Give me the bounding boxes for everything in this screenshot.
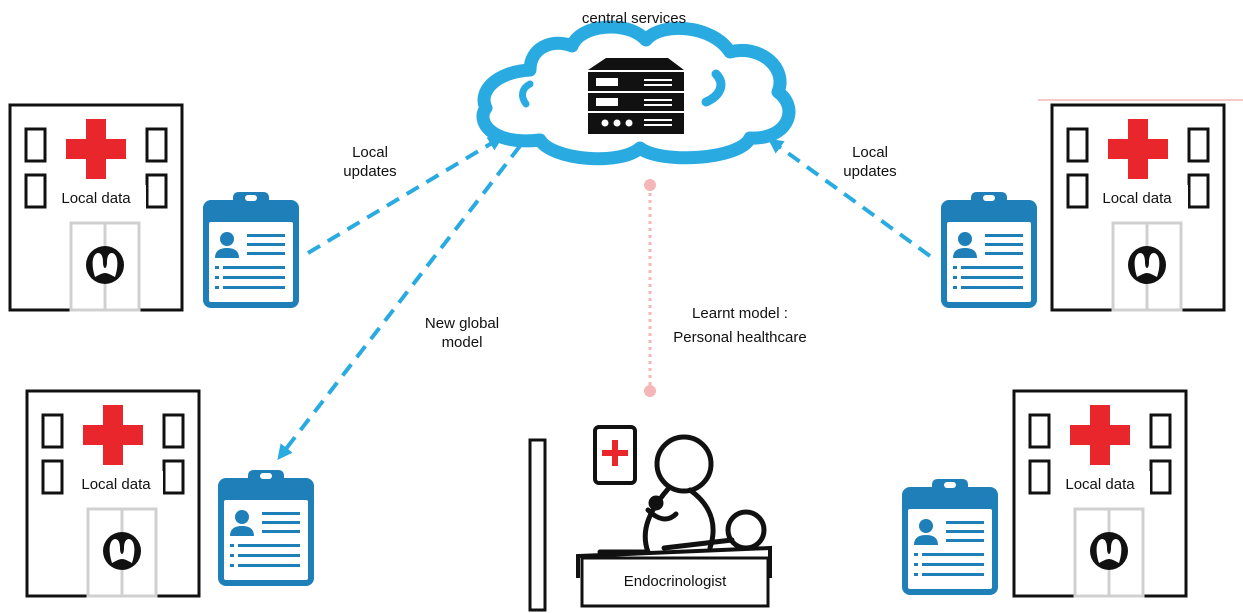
central-services-label: central services [582, 10, 686, 27]
hospital-bottom-right: Local data [1014, 391, 1186, 596]
hospital-local-data-label: Local data [81, 476, 151, 493]
desk [576, 545, 772, 608]
svg-text:model: model [442, 334, 483, 351]
tablet-cross-icon [593, 425, 637, 485]
learnt-model-label: Learnt model : Personal healthcare [673, 305, 806, 346]
hospital-bottom-left: Local data [27, 391, 199, 596]
endocrinologist-scene: Endocrinologist [528, 425, 772, 612]
svg-text:updates: updates [843, 163, 896, 180]
clipboard-patient-record-icon [203, 192, 299, 308]
local-updates-left-label: Local updates [343, 144, 396, 180]
hospital-local-data-label: Local data [1102, 190, 1172, 207]
clipboard-patient-record-icon [941, 192, 1037, 308]
svg-text:updates: updates [343, 163, 396, 180]
endocrinologist-label: Endocrinologist [624, 573, 727, 590]
local-updates-right-arrow [767, 138, 932, 258]
svg-text:Local: Local [852, 144, 888, 161]
hospital-top-right: Local data [1052, 105, 1224, 310]
new-global-model-arrow [277, 144, 522, 461]
svg-text:Local: Local [352, 144, 388, 161]
local-updates-right-label: Local updates [843, 144, 896, 180]
hospital-local-data-label: Local data [61, 190, 131, 207]
server-icon [588, 58, 684, 134]
svg-text:Learnt model :: Learnt model : [692, 305, 788, 322]
clipboard-patient-record-icon [218, 470, 314, 586]
learnt-model-connector [644, 179, 656, 397]
svg-text:Personal healthcare: Personal healthcare [673, 329, 806, 346]
hospital-local-data-label: Local data [1065, 476, 1135, 493]
wall-post [528, 438, 547, 612]
svg-text:New global: New global [425, 315, 499, 332]
local-updates-left-arrow [306, 136, 504, 255]
clipboard-patient-record-icon [902, 479, 998, 595]
new-global-model-label: New global model [425, 315, 499, 351]
hospital-top-left: Local data [10, 105, 182, 310]
